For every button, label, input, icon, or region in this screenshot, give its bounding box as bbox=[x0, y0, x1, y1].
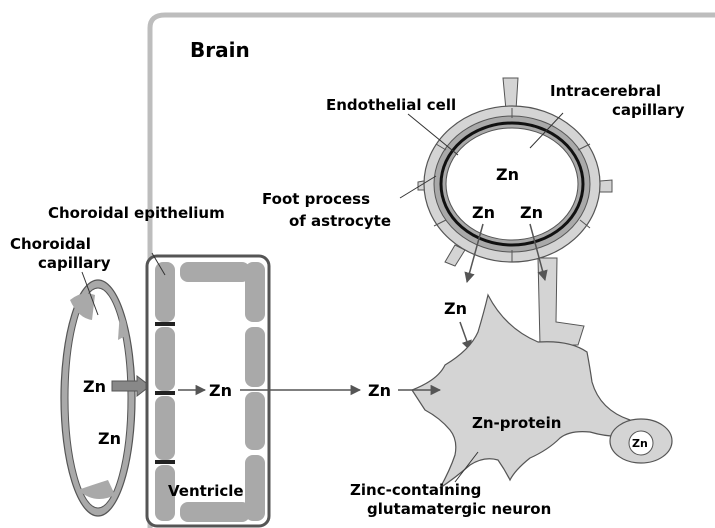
capillary-zn-left-label: Zn bbox=[472, 203, 495, 222]
choroid-zn-upper-label: Zn bbox=[83, 377, 106, 396]
neuron-label-line1: Zinc-containing bbox=[350, 481, 481, 499]
ventricle-label: Ventricle bbox=[168, 482, 244, 500]
zn-protein-label: Zn-protein bbox=[472, 414, 561, 432]
capillary-zn-label: Zn bbox=[496, 165, 519, 184]
zn-vesicle-label: Zn bbox=[632, 437, 648, 450]
brain-title: Brain bbox=[190, 38, 250, 62]
choroid-zn-lower-label: Zn bbox=[98, 429, 121, 448]
epithelium-bottom-cell bbox=[180, 502, 250, 522]
zn-mid-label: Zn bbox=[368, 381, 391, 400]
capillary-lumen bbox=[446, 128, 578, 240]
neuron-cell-body bbox=[412, 295, 636, 488]
choroidal-epithelium-label: Choroidal epithelium bbox=[48, 204, 225, 222]
choroidal-capillary-lumen bbox=[68, 288, 128, 508]
zn-down-label: Zn bbox=[444, 299, 467, 318]
foot-process-label-line2: of astrocyte bbox=[289, 212, 391, 230]
epithelium-top-cell bbox=[180, 262, 250, 282]
choroidal-capillary-label-line2: capillary bbox=[38, 254, 111, 272]
intracerebral-capillary-label-line2: capillary bbox=[612, 101, 685, 119]
capillary-zn-right-label: Zn bbox=[520, 203, 543, 222]
intracerebral-capillary-label-line1: Intracerebral bbox=[550, 82, 661, 100]
astrocyte-top-process bbox=[503, 78, 518, 110]
ventricle-zn-label: Zn bbox=[209, 381, 232, 400]
neuron-label-line2: glutamatergic neuron bbox=[367, 500, 551, 518]
choroidal-capillary-label-line1: Choroidal bbox=[10, 235, 91, 253]
endothelial-cell-label: Endothelial cell bbox=[326, 96, 456, 114]
foot-process-label-line1: Foot process bbox=[262, 190, 370, 208]
astrocyte-stem-to-neuron bbox=[538, 258, 584, 345]
